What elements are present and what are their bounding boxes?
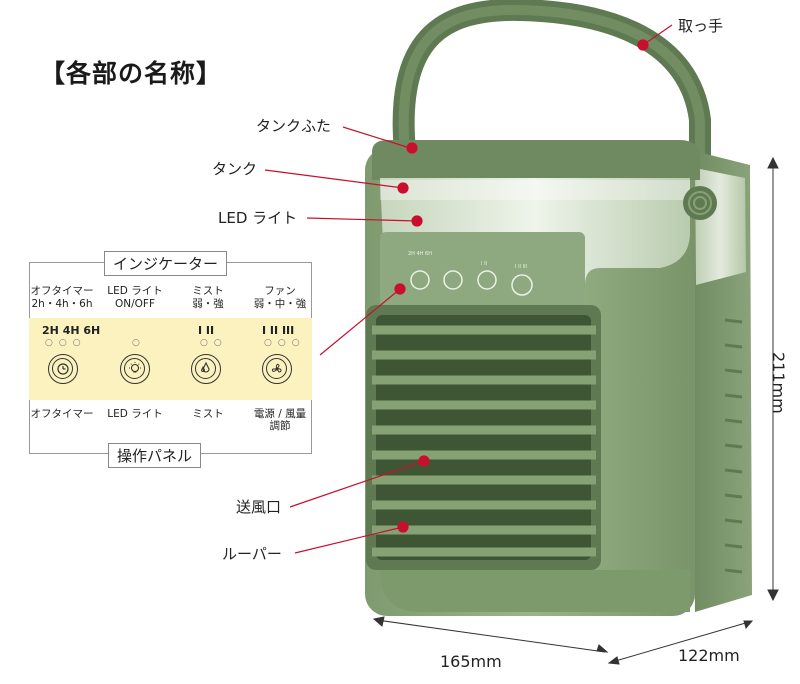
callout-tank-lid: タンクふた (256, 117, 332, 135)
dimension-depth: 122mm (678, 646, 740, 665)
control-fan-title: 電源 / 風量 (253, 408, 307, 420)
indicator-led-sub: ON/OFF (114, 298, 155, 310)
dimension-width: 165mm (440, 652, 502, 671)
device-fan-marks: I II III (515, 264, 527, 270)
device-mist-marks: I II (481, 261, 487, 267)
control-label-led: LED ライト (95, 408, 175, 420)
timer-button[interactable] (48, 354, 78, 384)
timer-marks: 2H 4H 6H (42, 324, 101, 337)
fan-icon (271, 363, 282, 373)
led-dot: ○ (132, 338, 146, 348)
indicator-header: インジケーター (104, 251, 228, 276)
water-drop-icon (201, 361, 210, 373)
indicator-mist-sub: 弱・強 (192, 298, 224, 310)
led-button[interactable] (120, 354, 150, 384)
indicator-fan-sub: 弱・中・強 (253, 298, 307, 310)
indicator-timer-title: オフタイマー (30, 285, 94, 297)
indicator-led-title: LED ライト (107, 285, 163, 297)
dimension-height: 211mm (769, 352, 788, 414)
control-label-timer: オフタイマー (22, 408, 102, 420)
control-fan-sub: 調節 (269, 420, 291, 432)
device-timer-marks: 2H 4H 6H (408, 251, 432, 257)
control-led-title: LED ライト (107, 408, 163, 420)
page-title: 【各部の名称】 (40, 59, 223, 88)
indicator-label-mist: ミスト 弱・強 (168, 285, 248, 311)
timer-dots: ○○○ (45, 338, 87, 348)
callout-led-light: LED ライト (218, 209, 298, 227)
light-bulb-icon (129, 362, 141, 373)
indicator-timer-sub: 2h・4h・6h (31, 298, 93, 310)
fan-dots: ○○○ (264, 338, 306, 348)
control-label-fan: 電源 / 風量 調節 (240, 408, 320, 432)
control-label-mist: ミスト (168, 408, 248, 420)
fan-marks: I II III (262, 324, 295, 337)
indicator-label-fan: ファン 弱・中・強 (240, 285, 320, 311)
handle-knob (683, 186, 717, 220)
indicator-label-timer: オフタイマー 2h・4h・6h (22, 285, 102, 311)
mist-marks: I II (198, 324, 215, 337)
clock-icon (57, 363, 69, 375)
indicator-mist-title: ミスト (192, 285, 224, 297)
control-timer-title: オフタイマー (30, 408, 94, 420)
fan-power-button[interactable] (262, 354, 292, 384)
callout-handle: 取っ手 (678, 17, 724, 35)
callout-outlet: 送風口 (236, 498, 282, 516)
indicator-fan-title: ファン (264, 285, 296, 297)
callout-louver: ルーパー (222, 545, 282, 563)
control-panel-header: 操作パネル (108, 443, 202, 468)
callout-tank: タンク (212, 160, 258, 178)
indicator-label-led: LED ライト ON/OFF (95, 285, 175, 311)
mist-button[interactable] (191, 354, 221, 384)
tank-lid (372, 140, 700, 180)
mist-dots: ○○ (200, 338, 228, 348)
control-mist-title: ミスト (192, 408, 224, 420)
